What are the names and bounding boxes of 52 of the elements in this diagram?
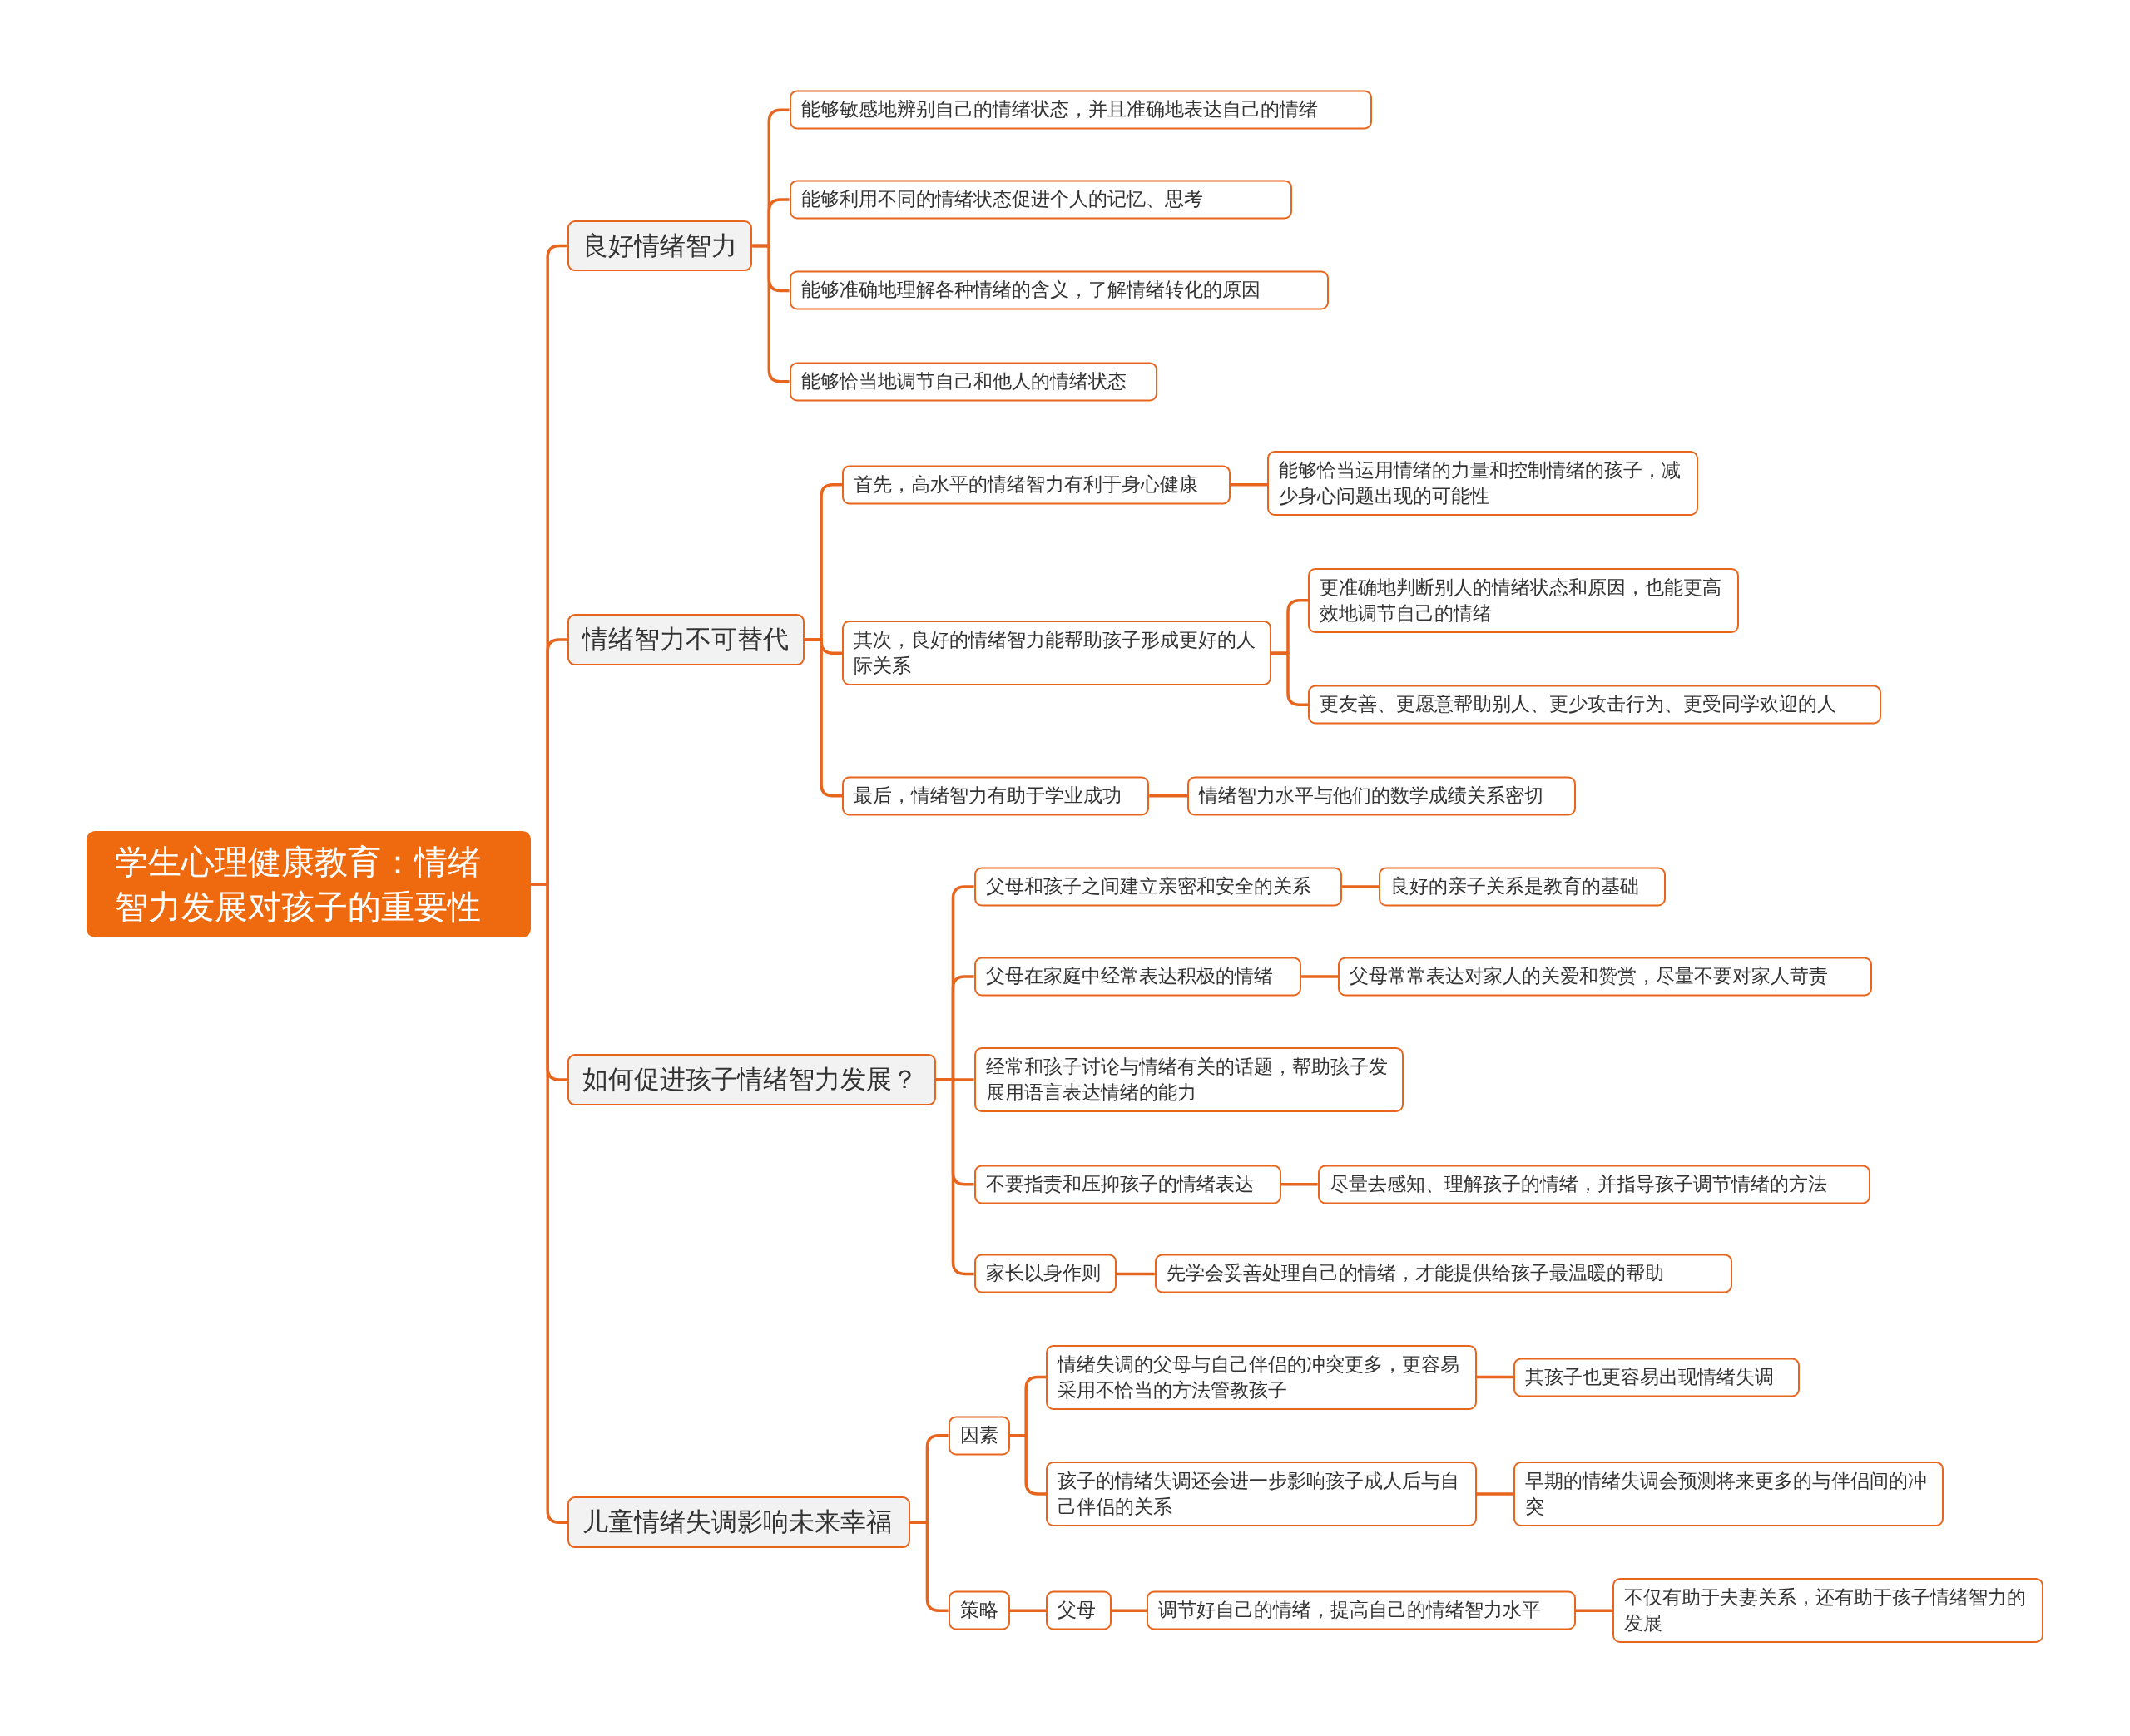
central-topic-box: 学生心理健康教育：情绪智力发展对孩子的重要性 (87, 830, 532, 937)
topic-box: 先学会妥善处理自己的情绪，才能提供给孩子最温暖的帮助 (1154, 1254, 1732, 1293)
topic-box: 家长以身作则 (973, 1254, 1117, 1293)
topic-box: 良好的亲子关系是教育的基础 (1379, 867, 1666, 907)
topic-box: 策略 (948, 1590, 1010, 1630)
connector-line (1342, 885, 1380, 888)
topic-box: 能够准确地理解各种情绪的含义，了解情绪转化的原因 (789, 270, 1329, 310)
branch-box: 情绪智力不可替代 (567, 614, 805, 665)
connector-line (1476, 1375, 1513, 1379)
topic-box: 父母在家庭中经常表达积极的情绪 (973, 957, 1302, 997)
topic-box: 不仅有助于夫妻关系，还有助于孩子情绪智力的发展 (1612, 1578, 2043, 1644)
topic-box: 孩子的情绪失调还会进一步影响孩子成人后与自己伴侣的关系 (1046, 1461, 1477, 1526)
topic-box: 情绪失调的父母与自己伴侣的冲突更多，更容易采用不恰当的方法管教孩子 (1046, 1344, 1477, 1410)
branch-box: 良好情绪智力 (567, 220, 753, 272)
connector-line (1280, 1182, 1318, 1186)
topic-box: 能够恰当运用情绪的力量和控制情绪的孩子，减少身心问题出现的可能性 (1267, 451, 1698, 517)
topic-box: 首先，高水平的情绪智力有利于身心健康 (842, 465, 1231, 505)
topic-box: 更友善、更愿意帮助别人、更少攻击行为、更受同学欢迎的人 (1308, 685, 1882, 725)
topic-box: 能够恰当地调节自己和他人的情绪状态 (789, 362, 1157, 402)
connector-line (1271, 651, 1309, 707)
connector-line (1301, 975, 1339, 978)
topic-box: 父母 (1046, 1590, 1112, 1630)
topic-box: 父母和孩子之间建立亲密和安全的关系 (973, 867, 1343, 907)
topic-box: 经常和孩子讨论与情绪有关的话题，帮助孩子发展用语言表达情绪的能力 (973, 1046, 1404, 1112)
topic-box: 能够敏感地辨别自己的情绪状态，并且准确地表达自己的情绪 (789, 90, 1372, 130)
topic-box: 其次，良好的情绪智力能帮助孩子形成更好的人际关系 (842, 621, 1272, 686)
connector-line (752, 244, 790, 383)
connector-line (935, 1078, 974, 1276)
connector-line (1575, 1609, 1612, 1613)
topic-box: 早期的情绪失调会预测将来更多的与伴侣间的冲突 (1513, 1461, 1944, 1526)
connector-line (909, 1521, 949, 1613)
connector-line (1117, 1272, 1155, 1276)
topic-box: 能够利用不同的情绪状态促进个人的记忆、思考 (789, 180, 1292, 220)
topic-box: 其孩子也更容易出现情绪失调 (1513, 1358, 1801, 1397)
branch-box: 儿童情绪失调影响未来幸福 (567, 1496, 910, 1549)
topic-box: 因素 (948, 1416, 1010, 1456)
connector-line (1476, 1492, 1513, 1496)
connector-line (1009, 1609, 1047, 1613)
topic-box: 更准确地判断别人的情绪状态和原因，也能更高效地调节自己的情绪 (1308, 567, 1739, 633)
connector-line (531, 883, 568, 1524)
topic-box: 最后，情绪智力有助于学业成功 (842, 776, 1150, 816)
topic-box: 调节好自己的情绪，提高自己的情绪智力水平 (1146, 1590, 1576, 1630)
topic-box: 父母常常表达对家人的关爱和赞赏，尽量不要对家人苛责 (1338, 957, 1872, 997)
connector-line (1231, 483, 1268, 487)
branch-box: 如何促进孩子情绪智力发展？ (567, 1054, 936, 1105)
topic-box: 不要指责和压抑孩子的情绪表达 (973, 1165, 1281, 1204)
connector-line (1009, 1433, 1047, 1496)
topic-box: 情绪智力水平与他们的数学成绩关系密切 (1186, 776, 1576, 816)
topic-box: 尽量去感知、理解孩子的情绪，并指导孩子调节情绪的方法 (1317, 1165, 1871, 1204)
connector-line (1149, 794, 1187, 798)
connector-line (1111, 1609, 1147, 1613)
connector-line (804, 638, 843, 798)
